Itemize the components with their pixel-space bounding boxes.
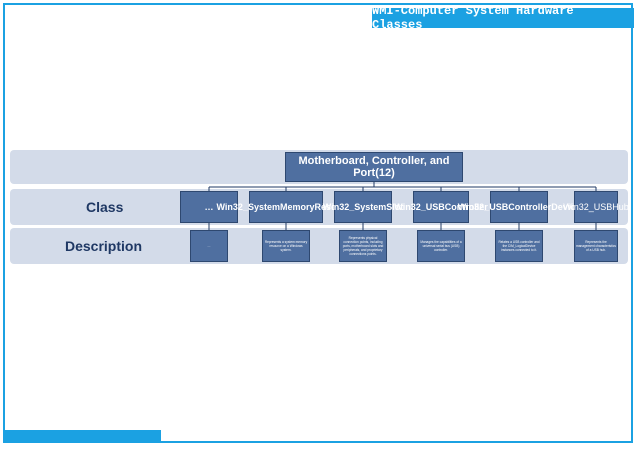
description-node-usb-controller-device: Relates a USB controller and the CIM_Log… [495, 230, 543, 262]
class-node-label: Win32_USBController [394, 201, 488, 212]
class-node-label: … [204, 201, 214, 212]
class-node-label: Win32_SystemSlot [322, 201, 404, 212]
class-node-label: Win32_SystemMemoryResource [216, 201, 356, 212]
class-node-system-memory-resource: Win32_SystemMemoryResource [217, 191, 356, 223]
class-node-usb-hub: Win32_USBHub [563, 191, 629, 223]
page-title: WMI-Computer System Hardware Classes [372, 4, 574, 32]
description-node-ellipsis: … [190, 230, 228, 262]
description-node-system-memory-resource: Represents a system memory resource on a… [262, 230, 310, 262]
class-row-label: Class [86, 199, 124, 215]
page-frame [3, 3, 633, 443]
description-node-usb-hub: Represents the management characteristic… [574, 230, 618, 262]
description-node-text: … [207, 244, 211, 248]
class-node-label: Win32_USBHub [563, 201, 629, 212]
class-node-label: Win32_USBControllerDevice [457, 201, 581, 212]
description-node-text: Represents the management characteristic… [576, 240, 616, 252]
class-node-usb-controller: Win32_USBController [394, 191, 488, 223]
root-node: Motherboard, Controller, and Port(12) [285, 152, 463, 182]
description-node-text: Represents physical connection points, i… [342, 236, 384, 256]
description-node-usb-controller: Manages the capabilities of a universal … [417, 230, 465, 262]
class-node-system-slot: Win32_SystemSlot [323, 191, 403, 223]
description-node-text: Represents a system memory resource on a… [264, 240, 308, 252]
description-node-text: Relates a USB controller and the CIM_Log… [498, 240, 540, 252]
class-node-usb-controller-device: Win32_USBControllerDevice [458, 191, 580, 223]
root-node-label: Motherboard, Controller, and Port(12) [298, 155, 450, 179]
description-node-text: Manages the capabilities of a universal … [420, 240, 462, 252]
page-title-bar: WMI-Computer System Hardware Classes [372, 4, 634, 32]
description-row-label: Description [65, 238, 143, 254]
class-node-ellipsis: … [180, 191, 238, 223]
footer-strip [3, 430, 161, 443]
description-node-system-slot: Represents physical connection points, i… [339, 230, 387, 262]
